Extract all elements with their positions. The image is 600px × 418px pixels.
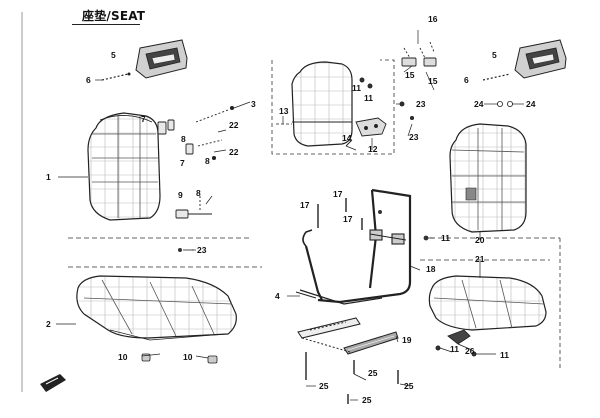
- callout-11-c: 11: [441, 233, 450, 243]
- callout-1: 1: [46, 172, 51, 182]
- bolts-17: [317, 198, 363, 230]
- callout-8-top: 8: [181, 134, 186, 144]
- bolts-25: [305, 352, 399, 404]
- callout-12: 12: [368, 144, 378, 154]
- backrest-right: [449, 123, 527, 233]
- callout-19: 19: [402, 335, 412, 345]
- bolt-6-right: [482, 73, 511, 81]
- callout-25-a: 25: [319, 381, 329, 391]
- bolt-6-left: [101, 73, 129, 81]
- backrest-hinge-hardware: [157, 105, 235, 219]
- callout-15-b: 15: [428, 76, 438, 86]
- callout-7-top: 7: [141, 114, 146, 124]
- callout-25-b: 25: [368, 368, 378, 378]
- bracket-hinge-center: [345, 41, 437, 147]
- callout-25-c: 25: [362, 395, 372, 405]
- callout-8-low: 8: [196, 188, 201, 198]
- corner-logo-mark: [40, 374, 66, 392]
- headrest-right: [514, 39, 567, 79]
- callout-16: 16: [428, 14, 438, 24]
- callout-23-center-b: 23: [409, 132, 419, 142]
- callout-23-left: 23: [197, 245, 207, 255]
- seat-cushion-right: [428, 275, 547, 331]
- callout-15-a: 15: [405, 70, 415, 80]
- callout-11-e: 11: [500, 350, 509, 360]
- callout-11-a: 11: [352, 83, 361, 93]
- backrest-left: [87, 112, 161, 221]
- callout-6-left: 6: [86, 75, 91, 85]
- callout-14: 14: [342, 133, 352, 143]
- callout-6-right: 6: [464, 75, 469, 85]
- slide-rail: [297, 317, 399, 355]
- callout-5-left: 5: [111, 50, 116, 60]
- callout-11-d: 11: [450, 344, 459, 354]
- divider-lines: [21, 12, 561, 392]
- callout-4: 4: [275, 291, 280, 301]
- callout-10-left: 10: [118, 352, 128, 362]
- callout-17-b: 17: [333, 189, 343, 199]
- seat-frame: [295, 188, 429, 305]
- callout-26: 26: [465, 346, 475, 356]
- callout-17-c: 17: [343, 214, 353, 224]
- callout-18: 18: [426, 264, 436, 274]
- callout-7-mid: 7: [180, 158, 185, 168]
- callout-24-right: 24: [526, 99, 536, 109]
- callout-22-mid: 22: [229, 147, 239, 157]
- callout-25-d: 25: [404, 381, 414, 391]
- callout-24-left: 24: [474, 99, 484, 109]
- callout-17-a: 17: [300, 200, 310, 210]
- headrest-left: [135, 39, 188, 79]
- callout-13: 13: [279, 106, 289, 116]
- callout-8-mid: 8: [205, 156, 210, 166]
- nut-23-left: [178, 248, 194, 252]
- callout-9: 9: [178, 190, 183, 200]
- callout-3: 3: [251, 99, 256, 109]
- cushion-right-hardware: [435, 329, 477, 357]
- callout-2: 2: [46, 319, 51, 329]
- seat-cushion-left: [76, 275, 237, 341]
- callout-23-center-a: 23: [416, 99, 426, 109]
- callout-22-top: 22: [229, 120, 239, 130]
- page-title: 座垫/SEAT: [82, 9, 146, 23]
- backrest-center: [276, 61, 353, 147]
- callout-20: 20: [475, 235, 485, 245]
- callout-labels: 1 2 3 4 5 5 6 6 7 7 8 8 8 9 10 10 11 11 …: [46, 14, 536, 405]
- title-underline: [72, 24, 140, 25]
- callout-21: 21: [475, 254, 485, 264]
- callout-10-right: 10: [183, 352, 193, 362]
- callout-11-b: 11: [364, 93, 373, 103]
- leader-lines: [56, 30, 524, 401]
- screws-24: [496, 101, 513, 108]
- cushion-10-fasteners: [141, 353, 218, 364]
- callout-5-right: 5: [492, 50, 497, 60]
